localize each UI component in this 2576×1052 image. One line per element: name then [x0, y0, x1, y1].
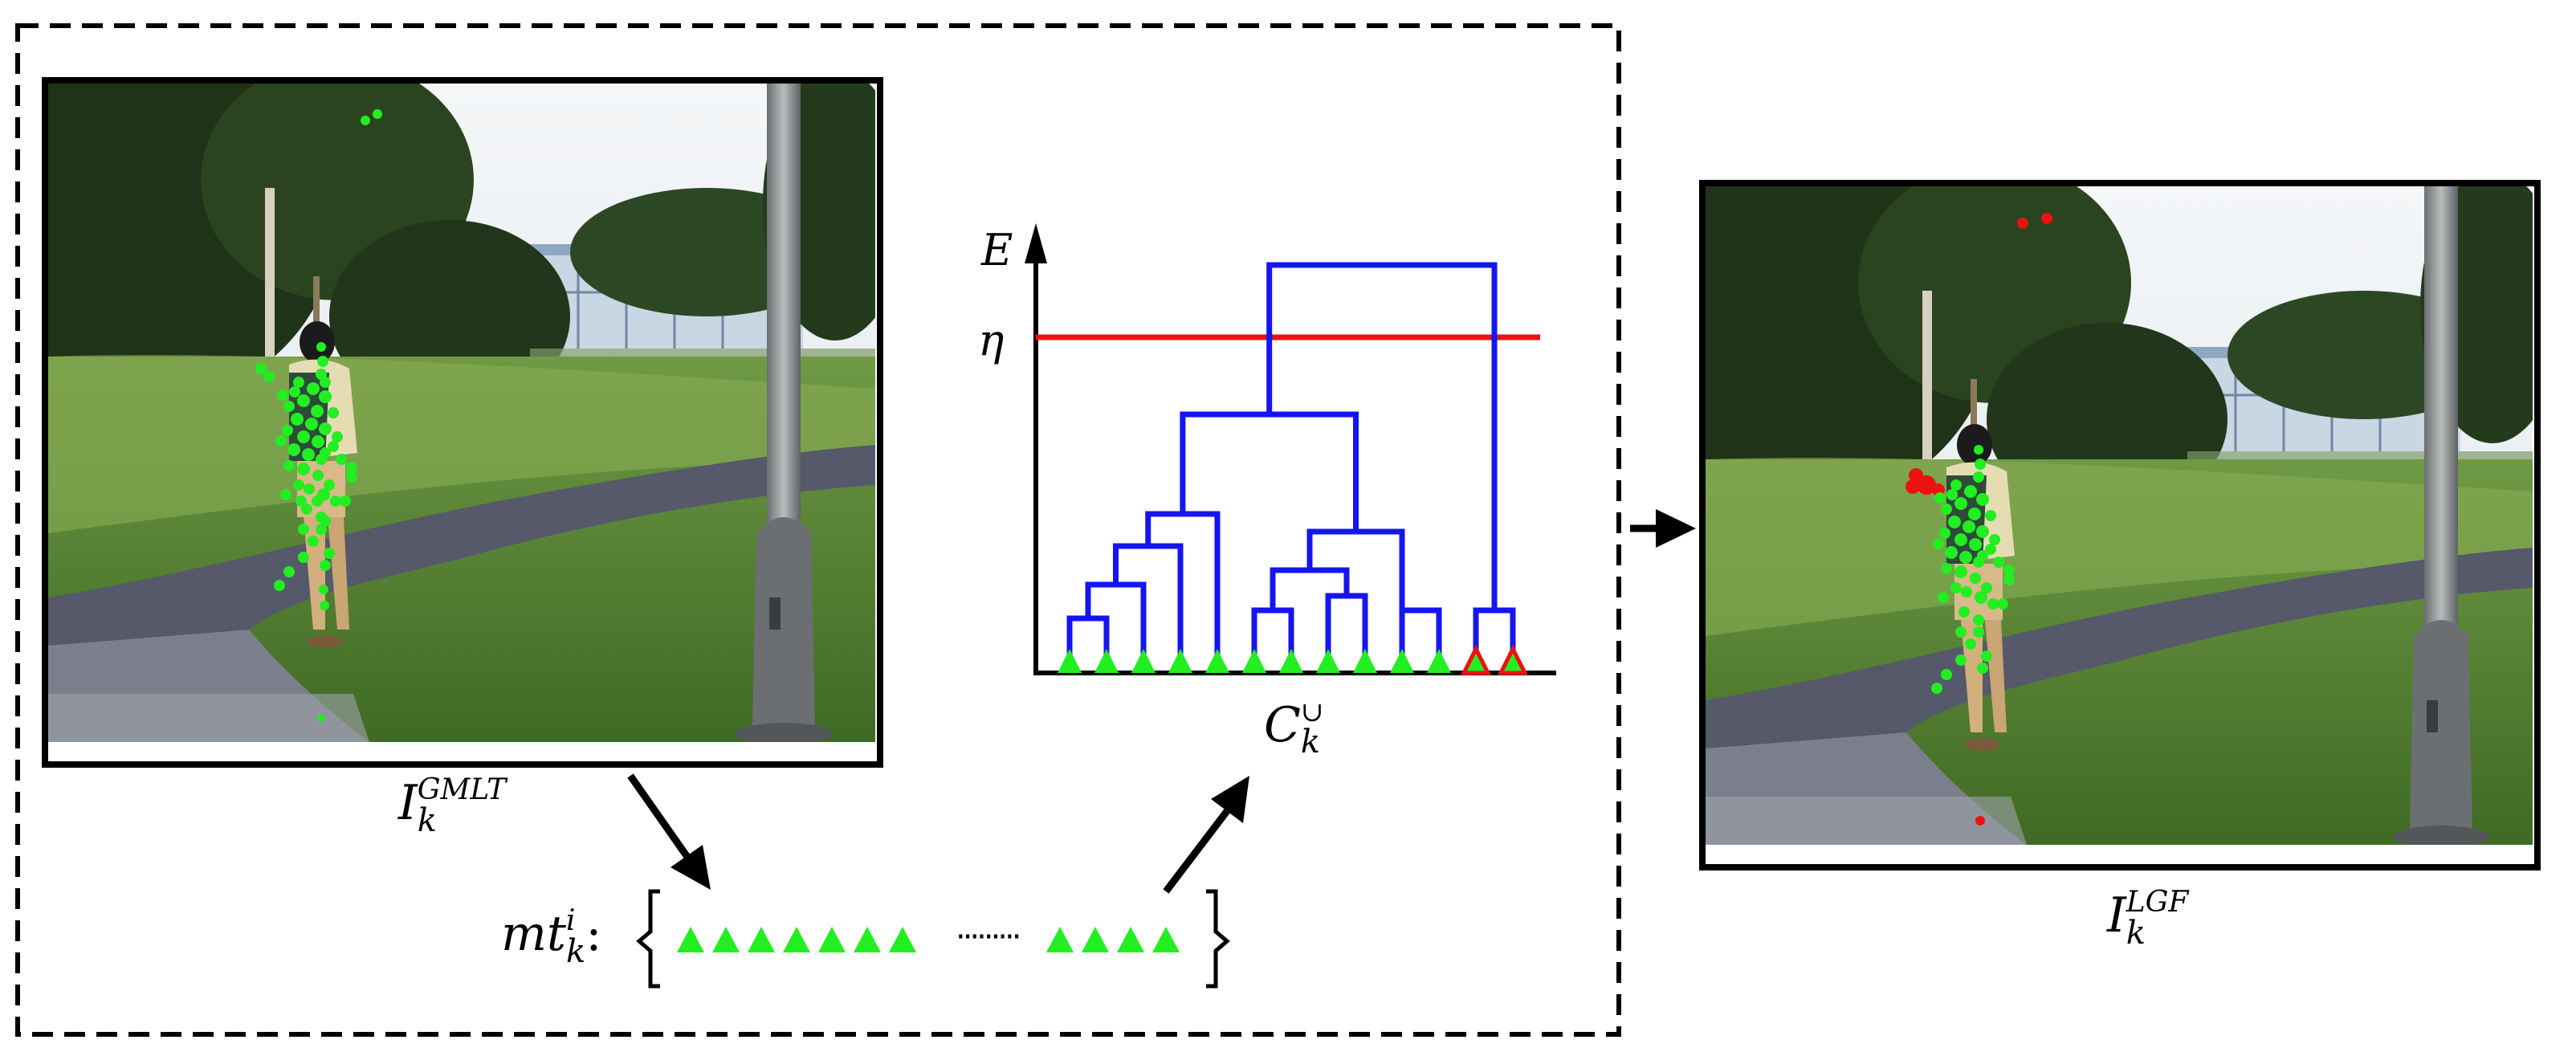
threshold-label-eta: η	[978, 315, 1004, 365]
inlier-leaf-marker	[1316, 649, 1340, 673]
label-cluster-c-union: C∪k	[1264, 697, 1323, 758]
inlier-leaf-marker	[1242, 649, 1266, 673]
dendrogram-link-2	[1113, 543, 1184, 673]
mt-colon: :	[585, 906, 602, 962]
mt-sup: i	[566, 904, 576, 938]
outlier-leaf-marker	[1497, 644, 1529, 675]
dendrogram-leaves	[1058, 644, 1529, 675]
cluster-sup: ∪	[1300, 696, 1324, 729]
flow-arrows	[627, 509, 1696, 894]
sequence-marker-left	[677, 927, 704, 952]
cluster-sub: k	[1300, 724, 1321, 761]
lgf-sup: LGF	[2126, 886, 2189, 919]
feature-points-green	[255, 109, 382, 722]
sequence-brackets	[636, 889, 1230, 989]
axis-label-e: E	[980, 225, 1013, 275]
feature-points-red	[1906, 213, 2052, 826]
input-photo	[0, 35, 907, 745]
inlier-leaf-marker	[1058, 649, 1082, 673]
sequence-marker-right	[1152, 927, 1180, 952]
dendrogram-links	[1066, 262, 1516, 673]
outlier-leaf-marker	[1460, 644, 1492, 675]
dendrogram	[1025, 223, 1556, 675]
sequence-markers	[677, 927, 1180, 952]
dendrogram-link-7	[1306, 528, 1405, 673]
inlier-leaf-marker	[1168, 649, 1192, 673]
dendrogram-link-1	[1085, 581, 1147, 673]
arrow-to-output-head	[1656, 509, 1696, 548]
inlier-leaf-marker	[1353, 649, 1377, 673]
sequence-marker-right	[1082, 927, 1109, 952]
sequence-marker-right	[1117, 927, 1144, 952]
input-photo-frame	[42, 77, 883, 768]
sequence-marker-left	[889, 927, 916, 952]
sequence-marker-right	[1046, 927, 1074, 952]
dashed-region-border	[15, 23, 1621, 1037]
y-axis-arrowhead	[1025, 223, 1047, 263]
gmlt-main: I	[398, 775, 418, 831]
feature-points-green	[1931, 445, 2015, 694]
sequence-marker-left	[818, 927, 846, 952]
gmlt-sup: GMLT	[417, 773, 507, 807]
arrow-to-cluster-head	[1211, 776, 1249, 823]
inlier-leaf-marker	[1279, 649, 1303, 673]
arrow-to-sequence-head	[670, 845, 711, 890]
inlier-leaf-marker	[1390, 649, 1414, 673]
sequence-ellipsis: ·········	[956, 919, 1019, 956]
output-photo	[1609, 138, 2565, 848]
mt-sub: k	[566, 933, 586, 971]
arrow-to-sequence	[627, 773, 692, 862]
dendrogram-link-6	[1270, 567, 1350, 610]
lgf-main: I	[2107, 887, 2126, 944]
cluster-main: C	[1264, 697, 1301, 753]
sequence-marker-left	[854, 927, 881, 952]
left-bracket	[636, 889, 660, 989]
dendrogram-link-11	[1266, 262, 1498, 610]
dendrogram-link-extra	[1399, 607, 1442, 673]
inlier-leaf-marker	[1205, 649, 1229, 673]
inlier-leaf-marker	[1094, 649, 1119, 673]
sequence-marker-left	[783, 927, 810, 952]
sequence-marker-left	[748, 927, 775, 952]
sequence-marker-left	[712, 927, 740, 952]
output-photo-frame	[1699, 180, 2541, 871]
inlier-leaf-marker	[1131, 649, 1156, 673]
inlier-leaf-marker	[1427, 649, 1451, 673]
arrow-to-cluster	[1163, 809, 1230, 894]
mt-main: mt	[501, 906, 567, 962]
right-bracket	[1206, 889, 1230, 989]
lgf-sub: k	[2126, 915, 2146, 952]
gmlt-sub: k	[417, 802, 437, 840]
